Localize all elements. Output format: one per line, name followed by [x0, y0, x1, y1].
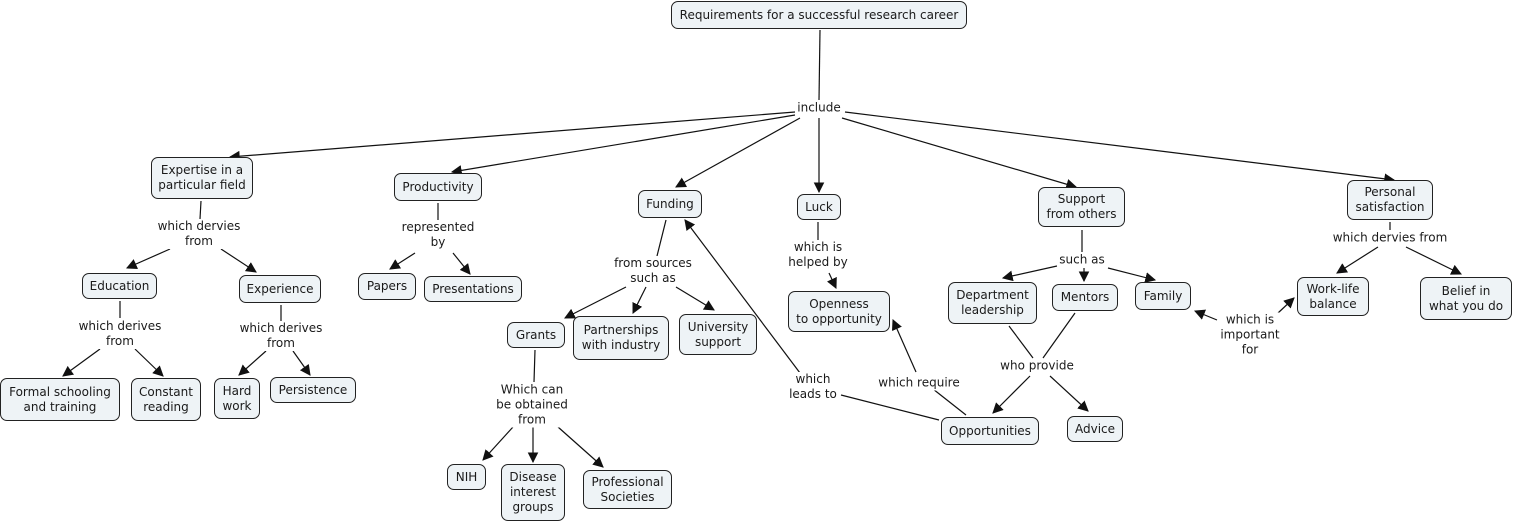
link-line [389, 252, 416, 270]
concept-nih[interactable]: NIH [447, 464, 486, 490]
concept-advice[interactable]: Advice [1067, 416, 1123, 442]
concept-work-life-balance[interactable]: Work-life balance [1297, 277, 1369, 316]
concept-luck[interactable]: Luck [797, 194, 841, 220]
link-line [126, 248, 171, 270]
link-line [1107, 267, 1157, 283]
link-phrase-include: include [795, 100, 843, 116]
concept-presentations[interactable]: Presentations [424, 276, 522, 302]
link-phrase-represented-by: represented by [399, 220, 477, 250]
link-line [675, 117, 801, 188]
concept-experience[interactable]: Experience [239, 275, 321, 303]
link-line [557, 426, 604, 468]
link-line [134, 348, 164, 377]
link-phrase-from-sources: from sources such as [612, 256, 694, 286]
link-line [932, 388, 967, 416]
link-line [482, 426, 514, 461]
link-line [238, 350, 267, 376]
link-phrase-education-derives: which derives from [76, 319, 164, 349]
link-line [1194, 309, 1218, 321]
concept-family[interactable]: Family [1135, 282, 1191, 310]
link-line [564, 286, 627, 319]
link-phrase-such-as: such as [1057, 252, 1107, 268]
link-line [1042, 312, 1076, 359]
link-line [656, 219, 667, 257]
root-concept[interactable]: Requirements for a successful research c… [671, 1, 967, 29]
link-line [992, 375, 1031, 414]
concept-belief[interactable]: Belief in what you do [1420, 277, 1512, 320]
link-line [844, 111, 1396, 185]
link-line [228, 111, 796, 162]
link-line [841, 117, 1078, 190]
link-line [1405, 246, 1462, 275]
link-phrase-personal-derives: which dervies from [1330, 230, 1450, 246]
concept-hard-work[interactable]: Hard work [214, 378, 260, 419]
link-phrase-leads-to: which leads to [787, 372, 839, 402]
concept-education[interactable]: Education [82, 273, 157, 299]
concept-disease-groups[interactable]: Disease interest groups [501, 464, 565, 521]
concept-partnerships[interactable]: Partnerships with industry [573, 316, 669, 360]
concept-department-leadership[interactable]: Department leadership [948, 282, 1037, 324]
link-line [675, 286, 715, 311]
link-line [1049, 375, 1089, 412]
concept-opportunities[interactable]: Opportunities [941, 417, 1039, 445]
link-line [891, 319, 917, 373]
link-phrase-experience-derives: which derives from [237, 321, 325, 351]
link-phrase-expertise-derives: which dervies from [155, 219, 243, 249]
link-line [452, 252, 471, 275]
link-line [450, 114, 796, 176]
concept-mentors[interactable]: Mentors [1052, 284, 1118, 311]
concept-grants[interactable]: Grants [507, 322, 565, 348]
concept-university-support[interactable]: University support [679, 314, 757, 355]
link-line [199, 200, 202, 220]
link-line [840, 394, 940, 421]
concept-formal-schooling[interactable]: Formal schooling and training [0, 378, 120, 421]
concept-papers[interactable]: Papers [358, 273, 416, 300]
concept-personal-satisfaction[interactable]: Personal satisfaction [1347, 180, 1433, 220]
link-line [826, 272, 837, 289]
link-phrase-important-for: which is important for [1218, 312, 1282, 358]
link-phrase-helped-by: which is helped by [786, 240, 850, 270]
link-line [292, 350, 311, 376]
concept-productivity[interactable]: Productivity [394, 173, 482, 201]
link-phrase-obtained-from: Which can be obtained from [494, 382, 570, 428]
link-line [632, 286, 647, 314]
concept-persistence[interactable]: Persistence [270, 377, 356, 403]
link-line [818, 29, 821, 101]
link-line [1001, 265, 1058, 282]
link-line [1008, 325, 1034, 359]
link-line [220, 248, 257, 273]
link-line [1336, 246, 1379, 274]
concept-professional-societies[interactable]: Professional Societies [583, 470, 672, 509]
link-line [1277, 297, 1295, 314]
link-phrase-which-require: which require [876, 375, 962, 391]
link-line [62, 348, 101, 377]
concept-constant-reading[interactable]: Constant reading [131, 378, 201, 421]
link-phrase-who-provide: who provide [998, 358, 1076, 374]
link-line [684, 219, 801, 374]
concept-support[interactable]: Support from others [1038, 187, 1125, 227]
link-line [533, 349, 536, 383]
concept-funding[interactable]: Funding [638, 190, 702, 218]
concept-expertise[interactable]: Expertise in a particular field [151, 157, 253, 199]
concept-openness[interactable]: Openness to opportunity [788, 291, 890, 332]
